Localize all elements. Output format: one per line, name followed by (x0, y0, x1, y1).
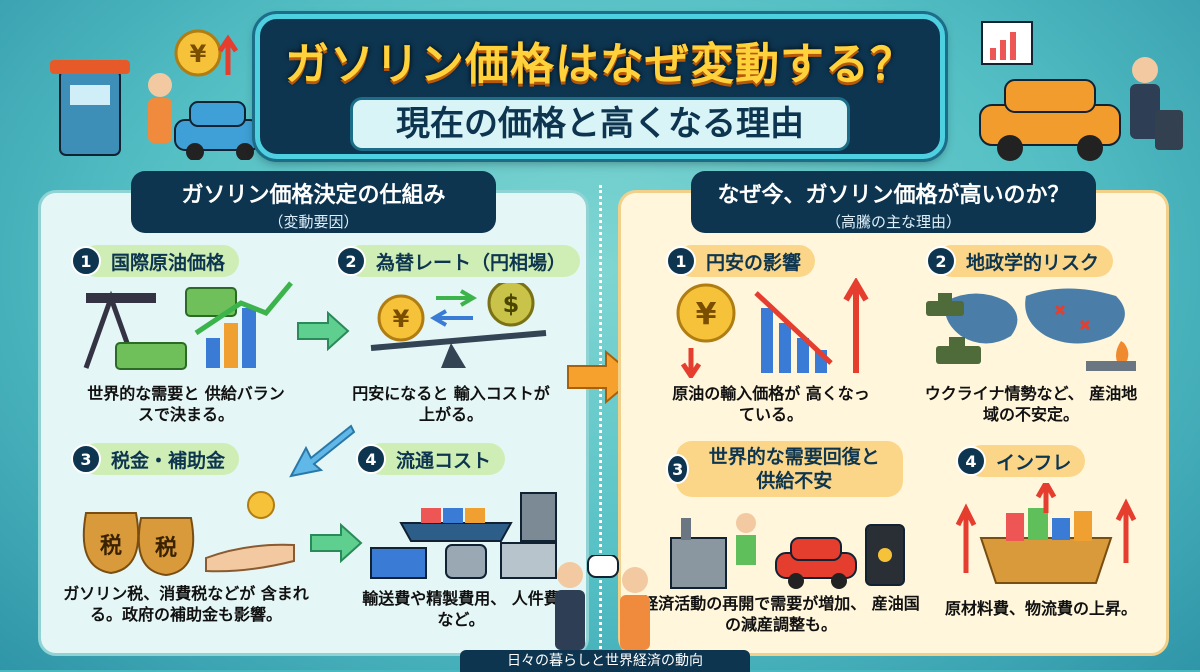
reason-inflation-desc: 原材料費、物流費の上昇。 (944, 599, 1137, 618)
reason-demand-desc: 経済活動の再開で需要が増加、 産油国の減産調整も。 (642, 594, 920, 634)
reason-title: 地政学的リスク (966, 251, 1100, 274)
reason-title: インフレ (996, 451, 1072, 474)
factor-title: 為替レート（円相場） (376, 251, 567, 274)
reason-geopolitical-desc: ウクライナ情勢など、 産油地域の不安定。 (924, 384, 1138, 424)
factor-number: 1 (71, 246, 101, 276)
factor-number: 2 (336, 246, 366, 276)
factor-distribution-desc: 輸送費や精製費用、 人件費など。 (362, 589, 560, 629)
factor-crude-oil-label: 1 国際原油価格 (71, 245, 240, 277)
mechanism-heading-sub: （変動要因） (268, 213, 359, 231)
factor-exchange-rate-label: 2 為替レート（円相場） (336, 245, 581, 277)
shopping-basket-icon (955, 483, 1137, 584)
reasons-heading: なぜ今、ガソリン価格が高いのか？ （高騰の主な理由） (691, 171, 1096, 233)
footer-caption: 日々の暮らしと世界経済の動向 (460, 650, 750, 672)
flow-arrow-right-2 (310, 523, 363, 563)
reason-number: 1 (666, 246, 696, 276)
subtitle: 現在の価格と高くなる理由 (350, 97, 850, 151)
tax-bag-label: 税 (155, 535, 177, 561)
factor-title: 国際原油価格 (111, 251, 226, 274)
yen-symbol: ¥ (393, 305, 410, 333)
reason-number: 2 (926, 246, 956, 276)
reasons-panel: なぜ今、ガソリン価格が高いのか？ （高騰の主な理由） 1 円安の影響 ¥ 原油の… (618, 171, 1169, 656)
people-discussing-illustration (555, 555, 650, 650)
tax-bag-label: 税 (100, 533, 122, 559)
dollar-symbol: $ (503, 290, 520, 318)
world-map-tank-icon (926, 288, 1136, 371)
main-title: ガソリン価格はなぜ変動する？ (285, 39, 915, 90)
reason-geopolitical-label: 2 地政学的リスク (926, 245, 1114, 277)
flow-arrow-down-left (289, 424, 356, 478)
reason-inflation-label: 4 インフレ (956, 445, 1086, 477)
factor-crude-oil-desc: 世界的な需要と 供給バランスで決まる。 (87, 384, 285, 424)
car-illustration-right (979, 57, 1183, 161)
factor-title: 流通コスト (396, 449, 492, 472)
mechanism-heading-title: ガソリン価格決定の仕組み (181, 183, 446, 208)
yen-coin-icon: ¥ (174, 29, 239, 77)
reasons-heading-title: なぜ今、ガソリン価格が高いのか？ (717, 183, 1070, 208)
title-banner: ガソリン価格はなぜ変動する？ 現在の価格と高くなる理由 (255, 14, 945, 159)
reason-number: 3 (666, 454, 690, 484)
yen-dollar-seesaw-icon: ¥ $ (370, 283, 547, 368)
reason-weak-yen-label: 1 円安の影響 (666, 245, 816, 277)
reason-title: 世界的な需要回復と 供給不安 (708, 446, 880, 492)
logistics-icon (370, 492, 557, 579)
yen-symbol: ¥ (696, 297, 717, 332)
mechanism-heading: ガソリン価格決定の仕組み （変動要因） (131, 171, 496, 233)
tax-bags-icon: 税 税 (82, 491, 295, 577)
factor-exchange-rate-desc: 円安になると 輸入コストが上がる。 (352, 384, 550, 424)
factory-oil-icon (670, 513, 905, 589)
factor-distribution-label: 4 流通コスト (356, 443, 506, 475)
mechanism-panel: ガソリン価格決定の仕組み （変動要因） 1 国際原油価格 世界的な需要と 供給バ… (38, 171, 589, 656)
flow-arrow-right (297, 311, 350, 351)
reason-title: 円安の影響 (706, 251, 802, 274)
reason-demand-label: 3 世界的な需要回復と 供給不安 (666, 441, 903, 497)
panel-divider (599, 185, 602, 655)
gas-station-illustration (50, 60, 261, 160)
factor-number: 4 (356, 444, 386, 474)
reasons-heading-sub: （高騰の主な理由） (825, 213, 961, 231)
factor-tax-label: 3 税金・補助金 (71, 443, 240, 475)
factor-number: 3 (71, 444, 101, 474)
factor-title: 税金・補助金 (111, 449, 226, 472)
yen-symbol: ¥ (190, 40, 207, 68)
reason-number: 4 (956, 446, 986, 476)
factor-tax-desc: ガソリン税、消費税などが 含まれる。政府の補助金も影響。 (63, 584, 309, 624)
reason-weak-yen-desc: 原油の輸入価格が 高くなっている。 (672, 384, 870, 424)
chart-board-icon (981, 21, 1033, 65)
weak-yen-chart-icon: ¥ (676, 278, 869, 378)
oil-pump-icon (83, 281, 293, 370)
